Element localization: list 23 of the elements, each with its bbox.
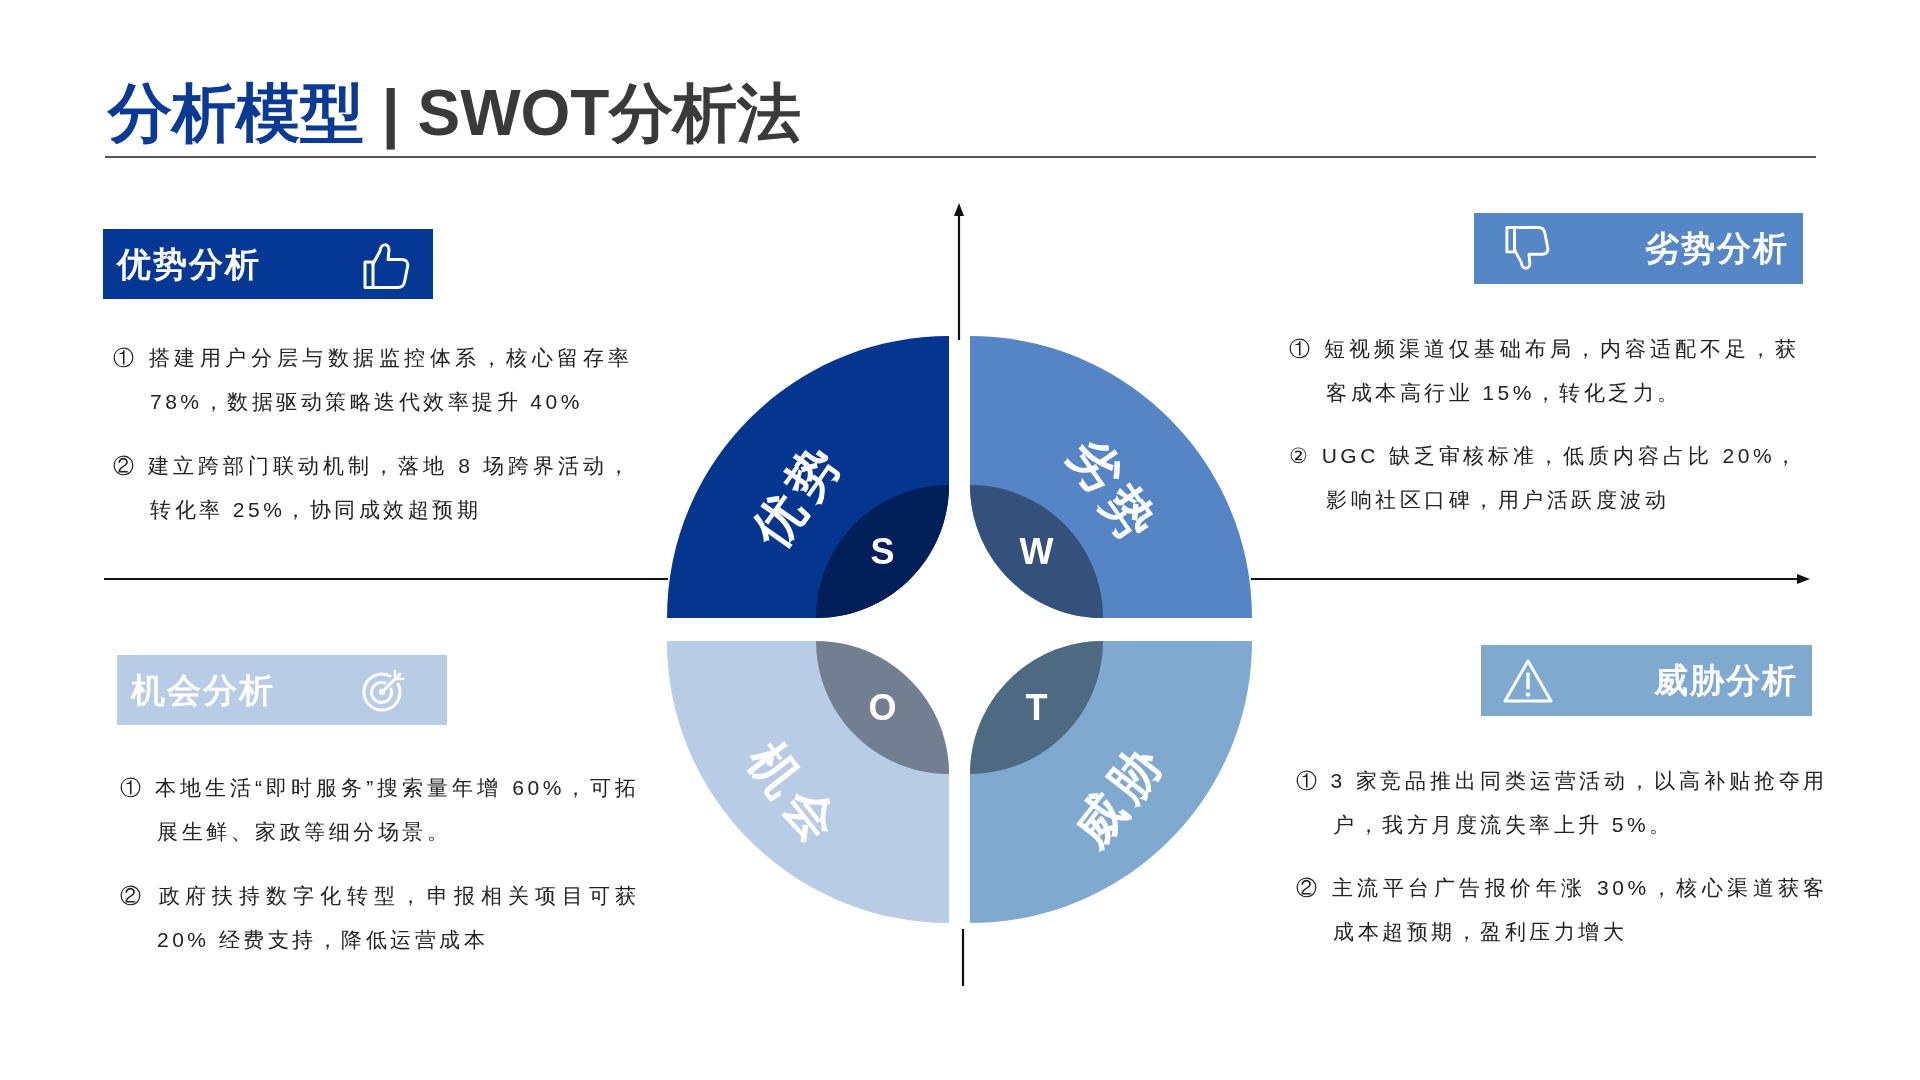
header-title: 优势分析 xyxy=(117,244,261,285)
header-title: 机会分析 xyxy=(131,670,275,711)
quarter-segment xyxy=(667,336,949,618)
quarter-segment xyxy=(970,336,1252,618)
page-title: 分析模型 | SWOT分析法 xyxy=(108,76,802,151)
letter-segment: T xyxy=(970,641,1103,774)
header-title: 劣势分析 xyxy=(1645,228,1789,269)
bullet-paragraph: ① 短视频渠道仅基础布局，内容适配不足，获客成本高行业 15%，转化乏力。 xyxy=(1289,336,1800,406)
bullet-paragraph: ② UGC 缺乏审核标准，低质内容占比 20%，影响社区口碑，用户活跃度波动 xyxy=(1289,443,1800,513)
bullet-paragraph: ② 政府扶持数字化转型，申报相关项目可获20% 经费支持，降低运营成本 xyxy=(120,883,640,953)
header-bar xyxy=(1474,213,1803,284)
quarter-segment xyxy=(970,641,1252,923)
header-bar xyxy=(117,655,447,725)
header-title: 威胁分析 xyxy=(1654,660,1798,701)
bullet-paragraph: ② 建立跨部门联动机制，落地 8 场跨界活动，转化率 25%，协同成效超预期 xyxy=(113,453,633,523)
bullet-paragraph: ① 本地生活“即时服务”搜索量年增 60%，可拓展生鲜、家政等细分场景。 xyxy=(120,775,640,845)
bullet-paragraph: ① 3 家竞品推出同类运营活动，以高补贴抢夺用户，我方月度流失率上升 5%。 xyxy=(1296,768,1828,838)
bullet-paragraph: ② 主流平台广告报价年涨 30%，核心渠道获客成本超预期，盈利压力增大 xyxy=(1296,875,1828,945)
quarter-segment xyxy=(667,641,949,923)
letter-segment: O xyxy=(816,641,949,774)
header-bar xyxy=(103,229,433,299)
header-bar xyxy=(1481,645,1812,716)
bullet-paragraph: ① 搭建用户分层与数据监控体系，核心留存率78%，数据驱动策略迭代效率提升 40% xyxy=(113,345,633,415)
